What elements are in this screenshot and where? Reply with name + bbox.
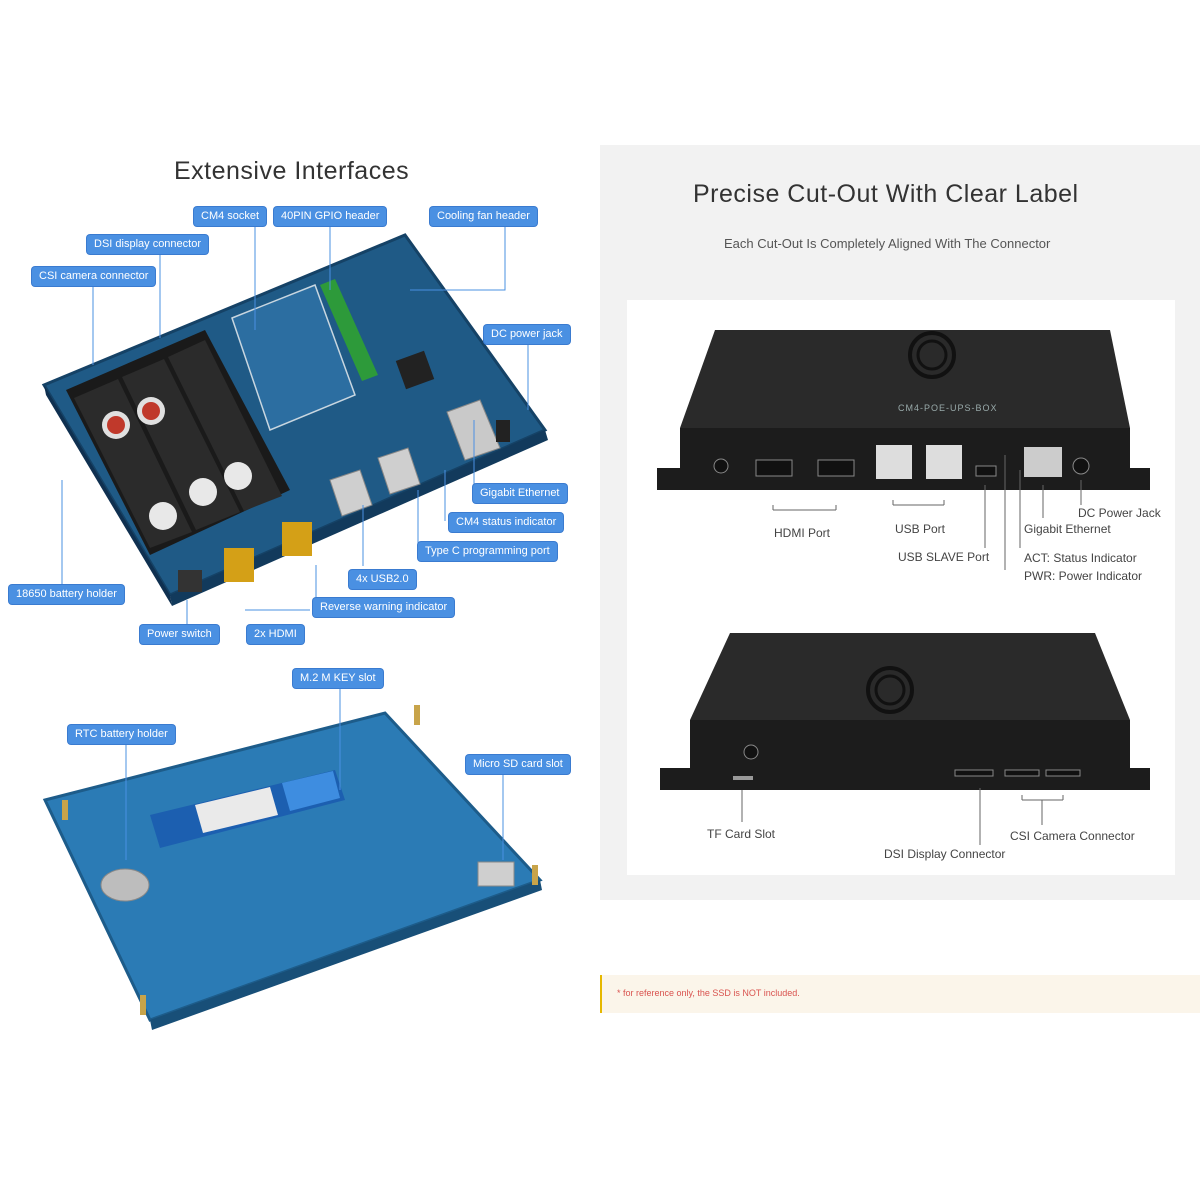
tag-m2: M.2 M KEY slot xyxy=(293,669,383,688)
tag-dc-power: DC power jack xyxy=(484,325,570,344)
label-pwr: PWR: Power Indicator xyxy=(1024,569,1143,583)
label-dsi: DSI Display Connector xyxy=(884,847,1006,861)
right-subheading: Each Cut-Out Is Completely Aligned With … xyxy=(724,236,1051,251)
tag-cm4-status: CM4 status indicator xyxy=(449,513,564,532)
tag-gpio-header: 40PIN GPIO header xyxy=(274,207,387,226)
tag-cm4-socket: CM4 socket xyxy=(194,207,267,226)
bottom-board-illustration xyxy=(42,705,543,1030)
tag-hdmi: 2x HDMI xyxy=(247,625,304,644)
top-case-illustration xyxy=(657,330,1150,570)
tag-usb: 4x USB2.0 xyxy=(349,570,416,589)
tag-csi-camera: CSI camera connector xyxy=(32,267,156,286)
right-heading: Precise Cut-Out With Clear Label xyxy=(693,180,1079,208)
label-hdmi-port: HDMI Port xyxy=(774,526,831,540)
left-heading: Extensive Interfaces xyxy=(174,157,410,185)
tag-dsi-display: DSI display connector xyxy=(87,235,208,254)
tag-power-switch: Power switch xyxy=(140,625,219,644)
tag-cooling-fan: Cooling fan header xyxy=(430,207,537,226)
bottom-case-illustration xyxy=(660,633,1150,845)
tag-rtc: RTC battery holder xyxy=(68,725,175,744)
tag-gigabit: Gigabit Ethernet xyxy=(473,484,567,503)
left-leader-lines xyxy=(61,216,529,860)
tag-typec: Type C programming port xyxy=(418,542,557,561)
label-dc-jack: DC Power Jack xyxy=(1078,506,1161,520)
tag-battery: 18650 battery holder xyxy=(9,585,124,604)
label-gigabit: Gigabit Ethernet xyxy=(1024,522,1111,536)
label-csi: CSI Camera Connector xyxy=(1010,829,1135,843)
label-usb-port: USB Port xyxy=(895,522,946,536)
tag-microsd: Micro SD card slot xyxy=(466,755,570,774)
label-usb-slave: USB SLAVE Port xyxy=(898,550,990,564)
tag-reverse: Reverse warning indicator xyxy=(313,598,455,617)
case-silk-label: CM4-POE-UPS-BOX xyxy=(898,403,998,413)
label-act: ACT: Status Indicator xyxy=(1024,551,1137,565)
disclaimer-text: * for reference only, the SSD is NOT inc… xyxy=(617,988,800,998)
label-tf-slot: TF Card Slot xyxy=(707,827,776,841)
disclaimer-bar xyxy=(600,975,1200,1013)
